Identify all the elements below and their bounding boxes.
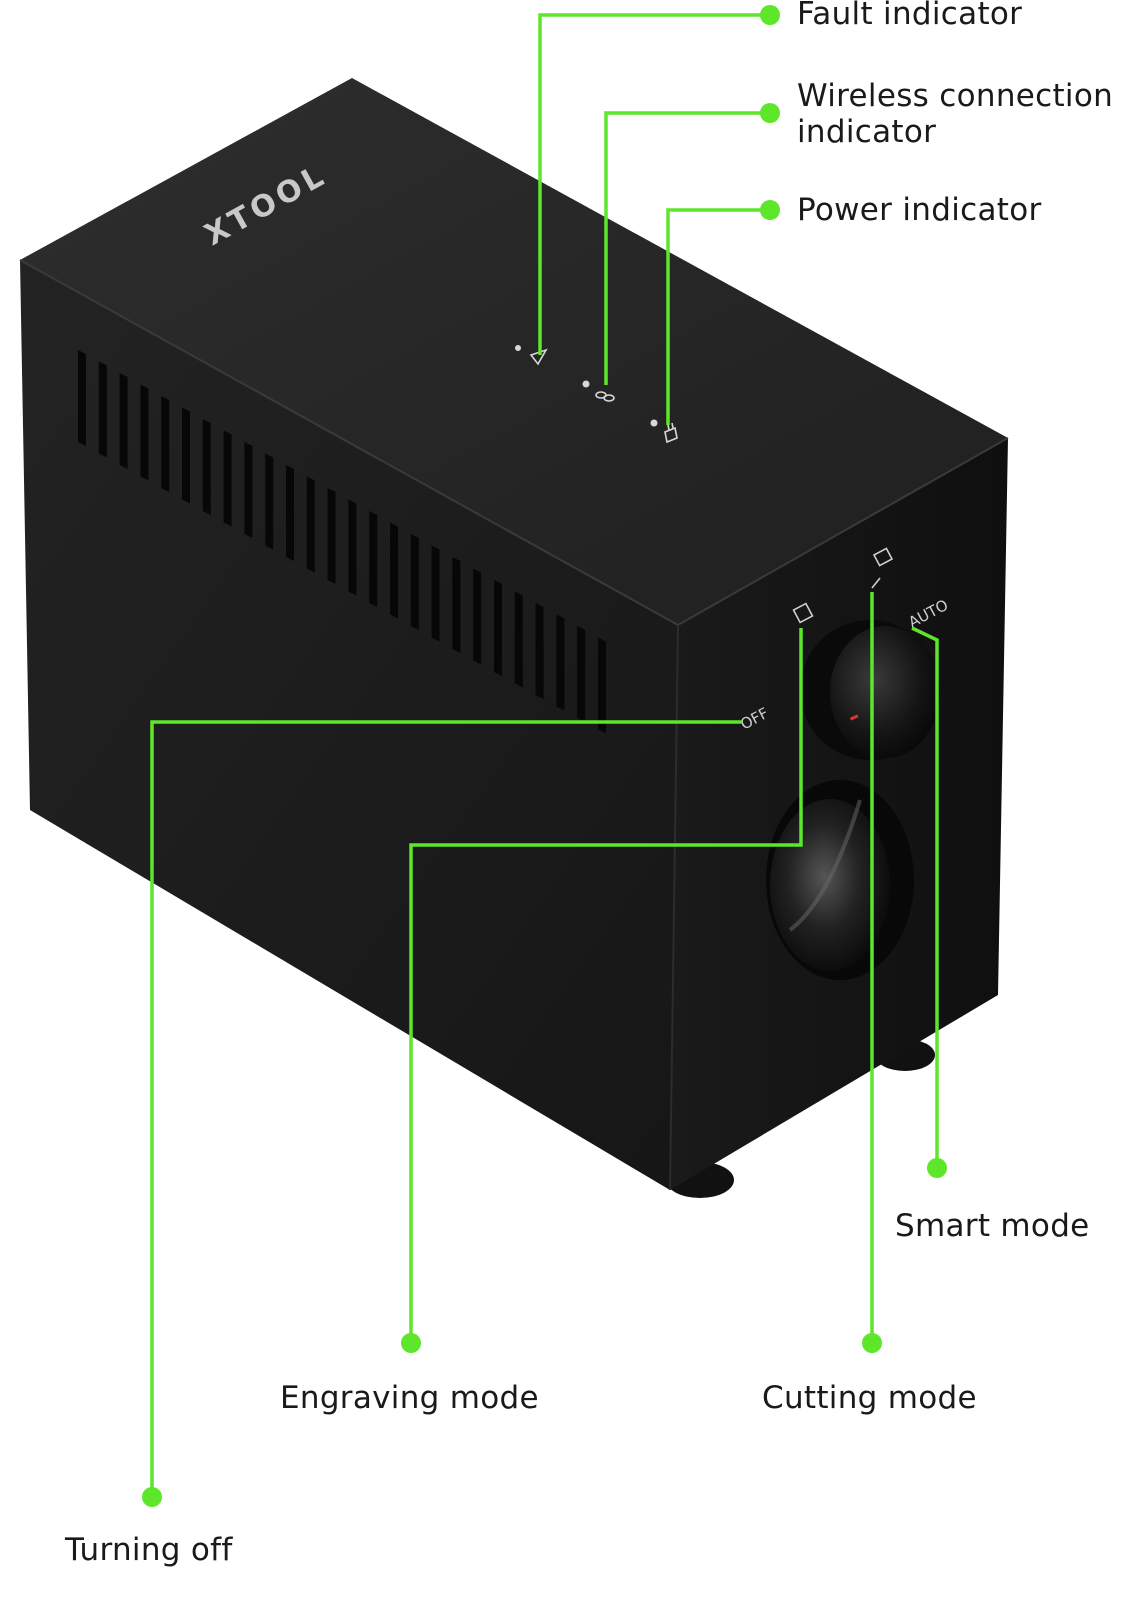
vent-slot xyxy=(473,568,482,665)
callout-dot-off xyxy=(142,1487,162,1507)
callout-dot-smart xyxy=(927,1158,947,1178)
callout-dot-power xyxy=(760,200,780,220)
callout-line-fault xyxy=(538,13,770,355)
callout-label-cutting: Cutting mode xyxy=(762,1380,977,1416)
callout-line-wireless xyxy=(604,111,770,385)
cutting-mode-icon xyxy=(871,547,894,589)
vent-slot xyxy=(410,534,419,630)
vent-slot xyxy=(140,384,149,481)
callout-label-power: Power indicator xyxy=(797,192,1042,228)
vent-slot xyxy=(390,522,398,619)
vent-slot xyxy=(494,580,502,676)
vent-slot xyxy=(286,465,294,561)
callout-line-off xyxy=(150,720,742,1497)
vent-slot xyxy=(369,511,378,607)
vent-slot xyxy=(78,350,86,446)
link-icon xyxy=(595,391,615,402)
engraving-mode-icon xyxy=(792,602,814,624)
vent-slot xyxy=(182,407,190,504)
vent-slot xyxy=(556,614,565,711)
callout-line-power xyxy=(666,208,770,425)
callout-line-smart xyxy=(911,626,939,1168)
vent-slot xyxy=(535,603,544,699)
vent-slot xyxy=(202,419,211,515)
callout-dot-engraving xyxy=(401,1333,421,1353)
vent-slot xyxy=(431,545,440,642)
mode-knob xyxy=(800,620,940,760)
callout-dot-wireless xyxy=(760,103,780,123)
laser-lens xyxy=(766,780,914,980)
vent-slot xyxy=(98,361,107,458)
vent-slot xyxy=(161,396,170,492)
device-top-face xyxy=(20,78,1008,625)
vent-slot xyxy=(223,430,232,527)
callout-label-wireless: Wireless connection indicator xyxy=(797,78,1114,150)
vent-slot xyxy=(119,373,128,469)
vent-slot xyxy=(514,591,523,688)
vent-slot xyxy=(306,476,315,573)
callout-line-engraving xyxy=(409,628,803,1343)
vent-slot xyxy=(348,499,357,596)
vent-slot xyxy=(598,637,606,734)
callout-lines xyxy=(142,5,947,1507)
vent-slot xyxy=(327,488,336,584)
vent-slot xyxy=(577,626,586,722)
callout-label-fault: Fault indicator xyxy=(797,0,1023,32)
vent-grille xyxy=(78,350,606,734)
callout-label-smart: Smart mode xyxy=(895,1208,1090,1244)
vent-slot xyxy=(452,557,461,653)
power-plug-icon xyxy=(664,422,678,444)
vent-slot xyxy=(244,442,253,538)
callout-dot-cutting xyxy=(862,1333,882,1353)
callout-label-off: Turning off xyxy=(65,1532,233,1568)
callout-label-engraving: Engraving mode xyxy=(280,1380,539,1416)
vent-slot xyxy=(265,453,274,550)
callout-dot-fault xyxy=(760,5,780,25)
